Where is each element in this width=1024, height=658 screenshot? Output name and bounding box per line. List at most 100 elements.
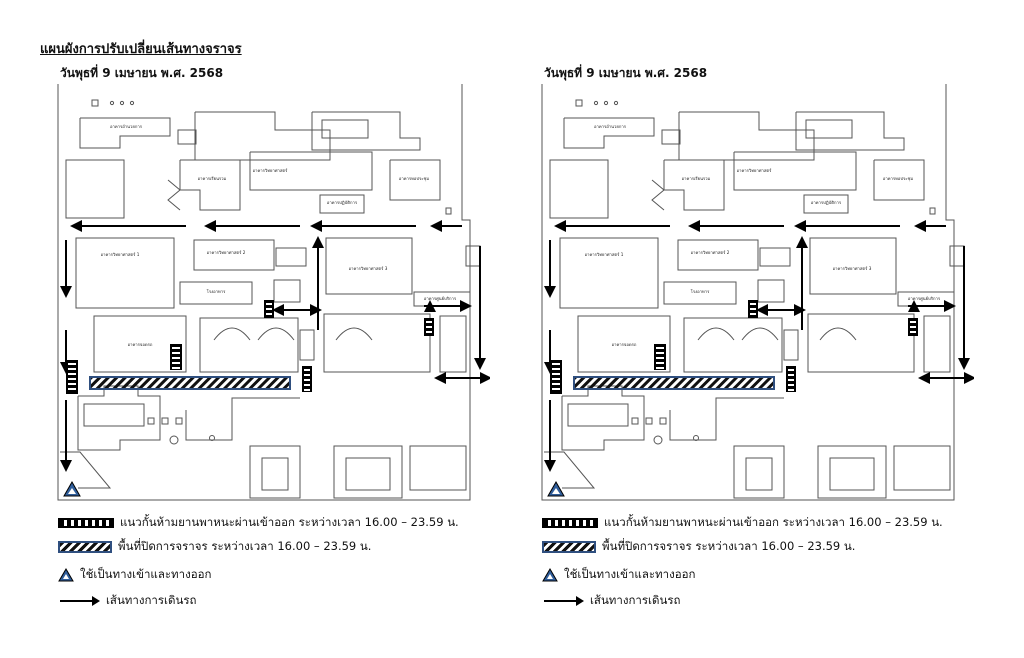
barrier-stripe (552, 383, 560, 385)
building-outline (389, 159, 441, 201)
barrier-stripe (266, 308, 272, 310)
building-outline (544, 451, 596, 489)
map-date-label: วันพุธที่ 9 เมษายน พ.ศ. 2568 (544, 66, 708, 80)
building-outline (733, 445, 785, 499)
building-outline (249, 151, 373, 191)
building-label-b8: อาคารวิทยาศาสตร์ 3 (349, 266, 388, 271)
closed-area-icon (58, 541, 112, 553)
building-outline (803, 194, 849, 214)
legend-item-barrier: แนวกั้นห้ามยานพาหนะผ่านเข้าออก ระหว่างเว… (542, 514, 943, 532)
building-outline (167, 179, 181, 211)
legend-text-barrier: แนวกั้นห้ามยานพาหนะผ่านเข้าออก ระหว่างเว… (120, 515, 459, 529)
map-panel-right: วันพุธที่ 9 เมษายน พ.ศ. 2568 อาคารอำนวยก… (484, 0, 974, 658)
building-label-b3: อาคารเรียนรวม (198, 176, 227, 181)
barrier-icon (58, 518, 114, 528)
marker-square (659, 417, 667, 425)
building-outline (683, 317, 783, 373)
barrier-stripe (656, 347, 664, 349)
barrier-stripe (172, 347, 180, 349)
building-outline (60, 451, 112, 489)
building-outline (949, 245, 965, 267)
barrier-stripe (788, 389, 794, 391)
barrier-stripe (750, 308, 756, 310)
barrier-stripe (788, 369, 794, 371)
barrier-stripe (172, 367, 180, 369)
building-outline (559, 237, 659, 309)
barrier-stripe (788, 379, 794, 381)
building-outline (549, 159, 609, 219)
building-outline (177, 129, 197, 145)
barrier-stripe (552, 368, 560, 370)
building-outline (563, 117, 655, 149)
map-panel-left: วันพุธที่ 9 เมษายน พ.ศ. 2568 อาคารอำนวยก… (0, 0, 490, 658)
building-outline (795, 111, 905, 151)
building-label-b6: อาคารวิทยาศาสตร์ 1 (101, 252, 140, 257)
marker-dot (603, 100, 609, 106)
barrier-stripe (656, 352, 664, 354)
building-outline (193, 239, 275, 271)
barrier-stripe (426, 321, 432, 323)
barrier-stripe (656, 362, 664, 364)
building-outline (873, 159, 925, 201)
building-label-b4: อาคารปฏิบัติการ (811, 200, 842, 205)
marker-square (91, 99, 99, 107)
building-label-b8: อาคารวิทยาศาสตร์ 3 (833, 266, 872, 271)
building-label-b11: อาคารจอดรถ (128, 342, 153, 347)
barrier-stripe (656, 367, 664, 369)
barrier-stripe (304, 379, 310, 381)
barrier-stripe (266, 303, 272, 305)
barrier-stripe (788, 384, 794, 386)
barrier-stripe (266, 313, 272, 315)
barrier-stripe (910, 326, 916, 328)
building-label-b7: อาคารวิทยาศาสตร์ 2 (207, 250, 246, 255)
barrier-stripe (68, 378, 76, 380)
building-outline (817, 445, 887, 499)
barrier-stripe (172, 357, 180, 359)
building-outline (783, 329, 799, 361)
marker-dot (593, 100, 599, 106)
barrier-stripe (552, 363, 560, 365)
marker-dot (129, 100, 135, 106)
building-label-b9: โรงอาหาร (691, 289, 711, 294)
building-outline (333, 445, 403, 499)
building-label-b3: อาคารเรียนรวม (682, 176, 711, 181)
barrier-stripe (68, 383, 76, 385)
map-date-label: วันพุธที่ 9 เมษายน พ.ศ. 2568 (60, 66, 224, 80)
barrier-stripe (304, 389, 310, 391)
marker-square (175, 417, 183, 425)
marker-circle (653, 435, 663, 445)
marker-square (645, 417, 653, 425)
entry-exit-icon-inner (552, 488, 560, 494)
legend-item-closed-area: พื้นที่ปิดการจราจร ระหว่างเวลา 16.00 – 2… (542, 538, 855, 556)
building-outline (199, 317, 299, 373)
building-outline (179, 281, 253, 305)
barrier-stripe (552, 378, 560, 380)
campus-boundary (57, 84, 471, 501)
barrier-icon (542, 518, 598, 528)
triangle-icon (542, 568, 558, 582)
building-outline (79, 117, 171, 149)
closed-area (89, 376, 291, 390)
building-outline (273, 279, 301, 303)
legend-item-closed-area: พื้นที่ปิดการจราจร ระหว่างเวลา 16.00 – 2… (58, 538, 371, 556)
building-outline (275, 247, 307, 267)
building-outline (325, 237, 413, 295)
barrier-stripe (68, 363, 76, 365)
legend-text-barrier: แนวกั้นห้ามยานพาหนะผ่านเข้าออก ระหว่างเว… (604, 515, 943, 529)
building-label-b10: อาคารศูนย์บริการ (908, 296, 941, 302)
building-outline (663, 281, 737, 305)
building-label-b6: อาคารวิทยาศาสตร์ 1 (585, 252, 624, 257)
barrier-stripe (910, 331, 916, 333)
building-outline (923, 315, 951, 373)
marker-square (631, 417, 639, 425)
barrier-stripe (304, 384, 310, 386)
building-label-b4: อาคารปฏิบัติการ (327, 200, 358, 205)
legend-text-route: เส้นทางการเดินรถ (590, 593, 681, 607)
marker-circle (169, 435, 179, 445)
building-outline (179, 159, 241, 211)
building-label-b2: อาคารวิทยาศาสตร์ (253, 168, 288, 173)
legend-text-entry-exit: ใช้เป็นทางเข้าและทางออก (564, 567, 696, 581)
building-outline (65, 159, 125, 219)
barrier-stripe (552, 373, 560, 375)
building-outline (321, 119, 369, 139)
